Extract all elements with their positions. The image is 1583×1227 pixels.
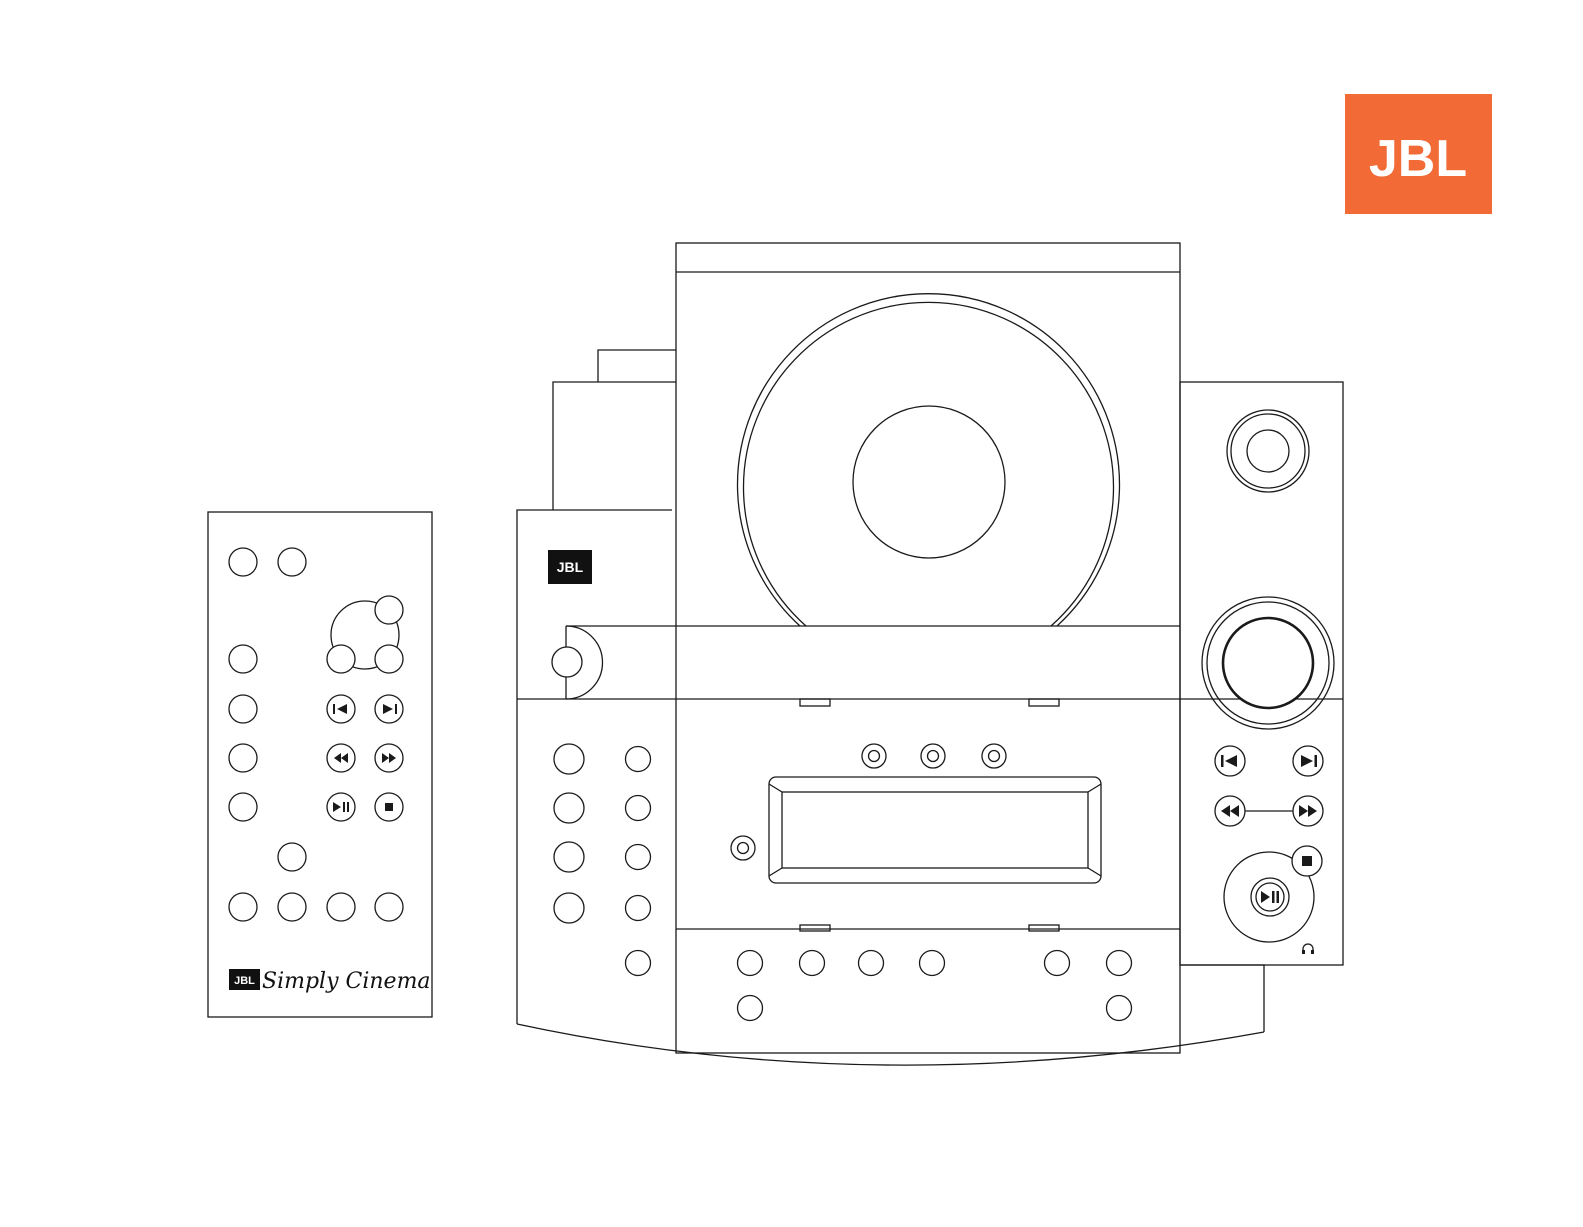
cd-window[interactable]: [853, 406, 1005, 558]
rear-box-left: [553, 382, 676, 510]
bottom-button-2[interactable]: [800, 951, 825, 976]
remote-orange-button-4[interactable]: [375, 893, 403, 921]
display-screen: [782, 792, 1088, 868]
display-bezel-outer: [769, 777, 1101, 883]
remote-stop-button[interactable]: [375, 793, 403, 821]
cd-door-inner: [744, 302, 1114, 626]
bottom-button-5[interactable]: [1045, 951, 1070, 976]
remote-play-pause-button[interactable]: [327, 793, 355, 821]
remote-power-button[interactable]: [229, 548, 257, 576]
bottom-button-3[interactable]: [859, 951, 884, 976]
unit-left-button-3[interactable]: [554, 842, 584, 872]
remote-volume-down-button[interactable]: [327, 645, 355, 673]
right-base-outline: [1180, 965, 1264, 1032]
remote-left-button-1[interactable]: [229, 645, 257, 673]
unit-next-button[interactable]: [1293, 746, 1323, 776]
unit-side-button-2[interactable]: [626, 796, 651, 821]
tab-3: [800, 925, 830, 931]
unit-side-button-1[interactable]: [626, 747, 651, 772]
remote-badge-text: JBL: [234, 975, 255, 987]
bottom-button-8[interactable]: [1107, 996, 1132, 1021]
remote-product-name: Simply Cinema: [262, 969, 431, 994]
bottom-button-7[interactable]: [738, 996, 763, 1021]
jbl-logo-text: JBL: [1369, 130, 1467, 188]
tab-4: [1029, 925, 1059, 931]
unit-left-button-2[interactable]: [554, 793, 584, 823]
bottom-button-6[interactable]: [1107, 951, 1132, 976]
rear-box-top: [598, 350, 676, 382]
jbl-logo: JBL: [1345, 94, 1492, 214]
remote-setup-button[interactable]: [278, 843, 306, 871]
remote-enter-button[interactable]: [375, 645, 403, 673]
unit-stop-button[interactable]: [1292, 846, 1322, 876]
display-button-1[interactable]: [862, 744, 886, 768]
tab-2: [1029, 699, 1059, 706]
remote-control: JBL Simply Cinema: [208, 512, 432, 1017]
unit-left-button-1[interactable]: [554, 744, 584, 774]
left-panel-outline: [517, 510, 672, 1024]
remote-left-button-3[interactable]: [229, 744, 257, 772]
remote-mute-button[interactable]: [278, 548, 306, 576]
display-button-3[interactable]: [982, 744, 1006, 768]
remote-next-button[interactable]: [375, 695, 403, 723]
unit-left-button-4[interactable]: [554, 893, 584, 923]
remote-volume-up-button[interactable]: [375, 596, 403, 624]
remote-previous-button[interactable]: [327, 695, 355, 723]
unit-side-button-3[interactable]: [626, 845, 651, 870]
stop-icon: [385, 803, 393, 811]
remote-fast-forward-button[interactable]: [375, 744, 403, 772]
unit-fast-forward-button[interactable]: [1293, 796, 1323, 826]
front-left-knob[interactable]: [552, 647, 582, 677]
remote-rewind-button[interactable]: [327, 744, 355, 772]
remote-left-button-2[interactable]: [229, 695, 257, 723]
cd-door-outer: [738, 294, 1120, 626]
stop-icon: [1302, 856, 1312, 866]
headphones-icon: [1302, 944, 1314, 954]
unit-badge-text: JBL: [557, 559, 584, 575]
bottom-button-1[interactable]: [738, 951, 763, 976]
unit-base-curve: [517, 1024, 1264, 1065]
remote-orange-button-2[interactable]: [278, 893, 306, 921]
display-button-2[interactable]: [921, 744, 945, 768]
center-column: [676, 243, 1180, 1053]
remote-orange-button-1[interactable]: [229, 893, 257, 921]
unit-previous-button[interactable]: [1215, 746, 1245, 776]
remote-left-button-4[interactable]: [229, 793, 257, 821]
unit-side-button-5[interactable]: [626, 951, 651, 976]
tweeter-cap: [1247, 430, 1289, 472]
main-unit: JBL: [517, 243, 1343, 1065]
remote-orange-button-3[interactable]: [327, 893, 355, 921]
volume-knob[interactable]: [1223, 618, 1313, 708]
unit-rewind-button[interactable]: [1215, 796, 1245, 826]
unit-play-pause-button[interactable]: [1251, 878, 1289, 916]
unit-side-button-4[interactable]: [626, 896, 651, 921]
ir-sensor: [731, 836, 755, 860]
front-display: [769, 777, 1101, 883]
bottom-button-4[interactable]: [920, 951, 945, 976]
tab-1: [800, 699, 830, 706]
